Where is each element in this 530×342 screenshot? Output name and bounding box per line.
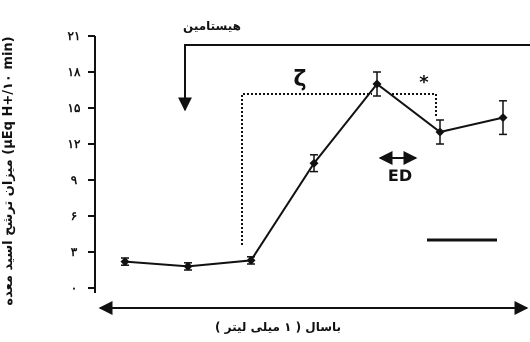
data-point xyxy=(120,257,130,267)
basal-label: باسال ( ۱ میلی لیتر ) xyxy=(215,320,341,334)
y-ticks: ۰ ۳ ۶ ۹ ۱۲ ۱۵ ۱۸ ۲۱ xyxy=(68,29,95,295)
y-tick-label: ۱۵ xyxy=(68,101,81,115)
data-point xyxy=(372,79,382,89)
data-point xyxy=(183,261,193,271)
zeta-bracket xyxy=(241,93,372,245)
data-point xyxy=(435,127,445,137)
data-point xyxy=(309,158,319,168)
star-bracket xyxy=(392,93,437,116)
histamine-label: هیستامین xyxy=(183,19,241,33)
data-point xyxy=(498,113,508,123)
data-point xyxy=(246,255,256,265)
ed-label: ED xyxy=(388,166,412,185)
y-tick-label: ۱۸ xyxy=(68,65,81,79)
y-tick-label: ۶ xyxy=(71,209,77,223)
y-tick-label: ۰ xyxy=(71,281,77,295)
y-tick-label: ۳ xyxy=(71,245,78,259)
y-tick-label: ۲۱ xyxy=(68,29,81,43)
y-tick-label: ۱۲ xyxy=(68,137,81,151)
zeta-label: ζ xyxy=(294,67,307,92)
y-axis-label: میزان ترشح اسید معده (µEq H+/۱۰ min) xyxy=(1,36,16,305)
star-label: * xyxy=(419,72,429,93)
plot-area xyxy=(120,71,508,271)
histamine-bracket xyxy=(178,44,530,112)
y-tick-label: ۹ xyxy=(71,173,78,187)
